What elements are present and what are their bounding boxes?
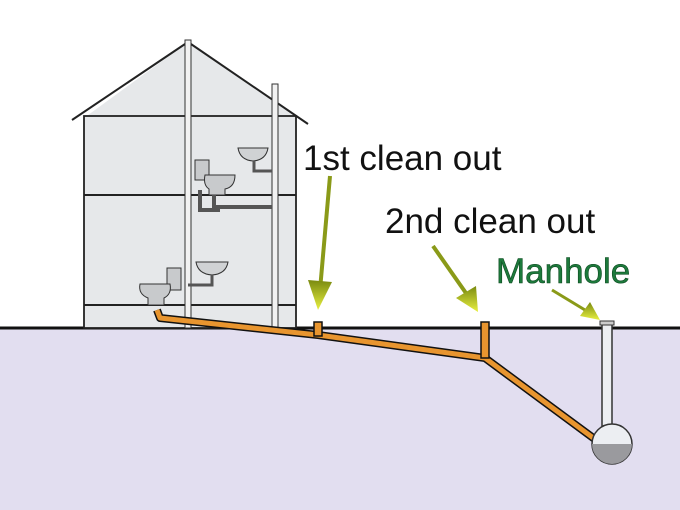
roof-fill [84, 42, 300, 118]
upper-drain [198, 190, 272, 212]
arrow-manhole [551, 288, 600, 320]
house [71, 39, 309, 329]
label-manhole: Manhole [496, 252, 630, 291]
toilet-upper-icon [194, 159, 236, 196]
cleanout-2 [480, 321, 490, 359]
sewer-pipe [153, 308, 599, 444]
ground [0, 328, 680, 510]
vent-stack-secondary [271, 83, 279, 329]
sink-upper-icon [237, 147, 272, 173]
toilet-lower-icon [139, 267, 182, 306]
cleanout-1 [313, 321, 323, 337]
manhole [591, 320, 633, 465]
vent-stack-main [184, 39, 192, 329]
label-cleanout-1: 1st clean out [303, 139, 502, 178]
arrow-cleanout-1 [308, 175, 332, 310]
sink-lower-icon [188, 261, 229, 287]
arrow-cleanout-2 [431, 244, 478, 312]
label-cleanout-2: 2nd clean out [385, 202, 595, 241]
